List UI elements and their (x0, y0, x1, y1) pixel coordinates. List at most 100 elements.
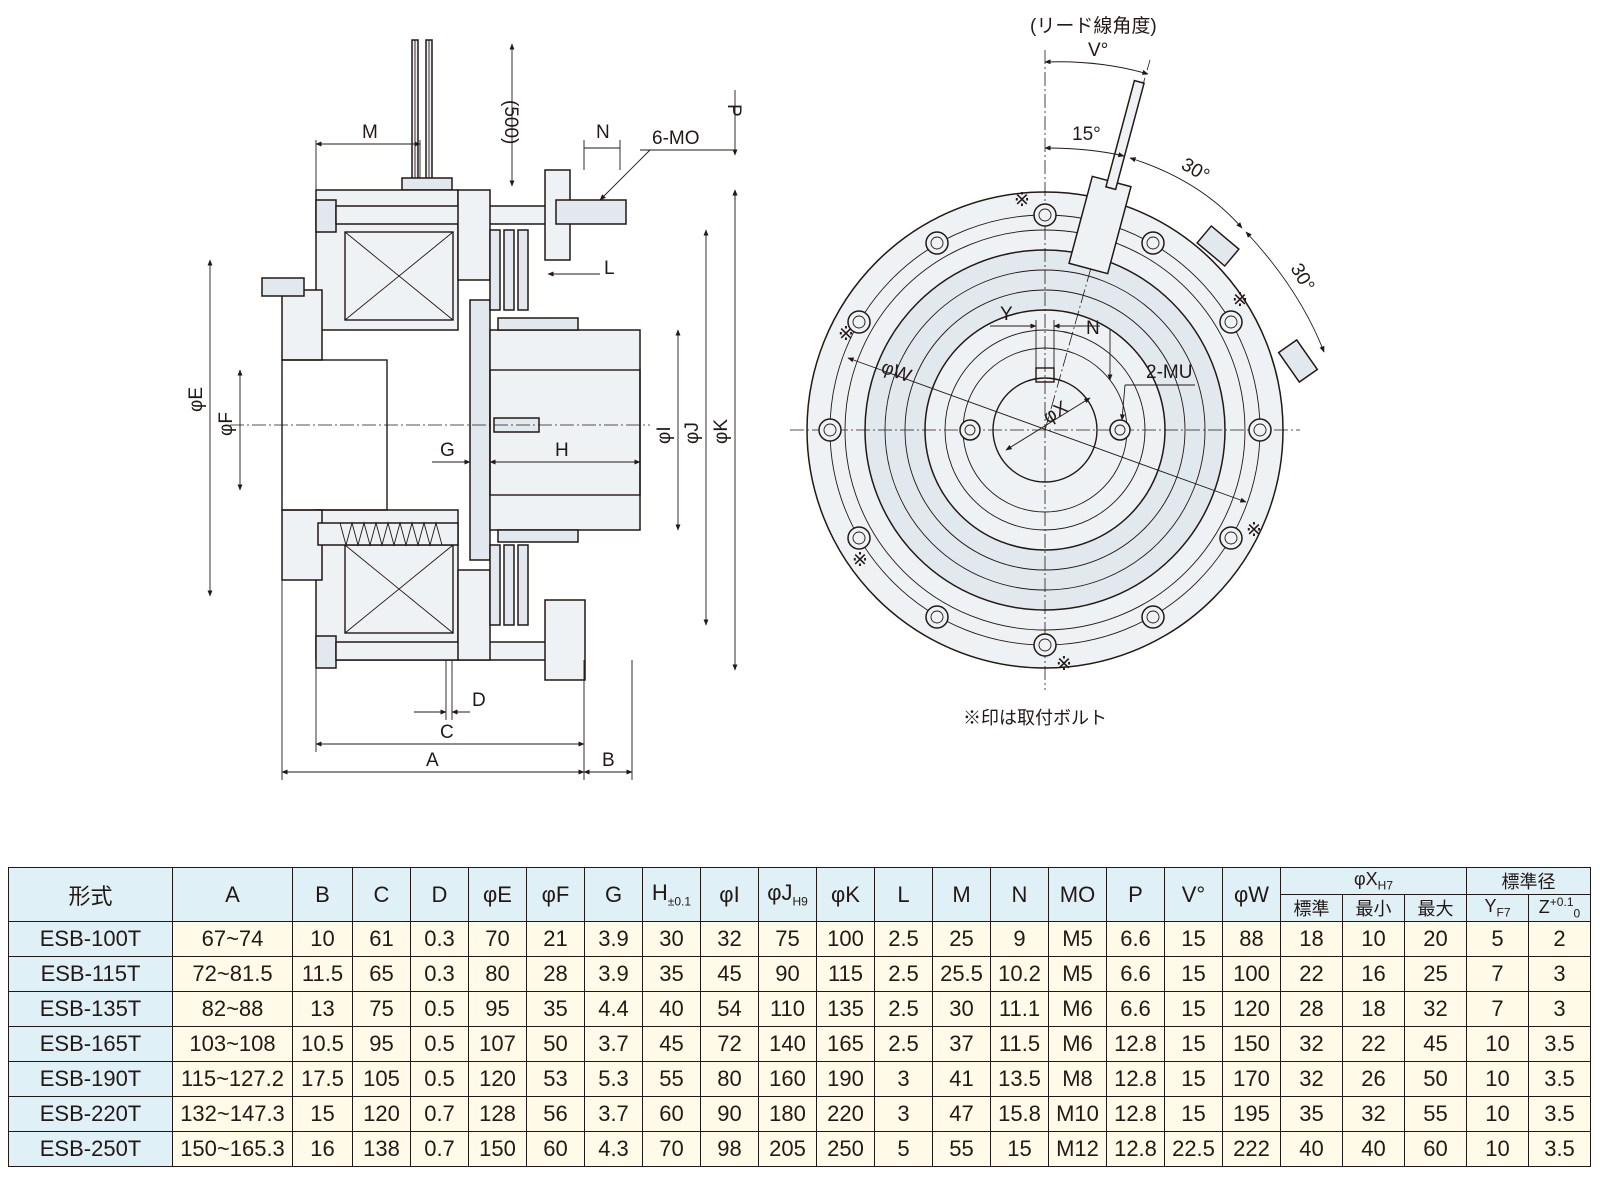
table-cell: 6.6 (1106, 991, 1165, 1027)
col-d: D (410, 867, 469, 922)
table-cell: 22 (1342, 1026, 1405, 1062)
table-cell: 37 (932, 1026, 991, 1062)
table-cell: 140 (758, 1026, 817, 1062)
table-cell: 0.5 (410, 1061, 469, 1097)
table-cell: 45 (700, 956, 759, 992)
table-cell: 45 (1404, 1026, 1467, 1062)
table-cell: M6 (1048, 1026, 1107, 1062)
table-cell: 60 (526, 1131, 585, 1167)
table-cell: 107 (468, 1026, 527, 1062)
table-cell: 61 (352, 921, 411, 957)
dim-label-n: N (596, 122, 610, 143)
angle-label-v: V° (1088, 40, 1108, 61)
spec-table: 形式 A B C D φE φF G H±0.1 φI φJH9 φK L M … (8, 867, 1591, 1167)
col-c: C (352, 867, 411, 922)
table-cell: 40 (642, 991, 701, 1027)
table-cell: 26 (1342, 1061, 1405, 1097)
table-cell: 110 (758, 991, 817, 1027)
table-cell: 100 (1222, 956, 1281, 992)
table-cell: 13 (292, 991, 353, 1027)
table-cell: 3.9 (584, 956, 643, 992)
table-cell: 15.8 (990, 1096, 1049, 1132)
table-cell: 3.5 (1528, 1131, 1591, 1167)
table-cell: 2.5 (874, 991, 933, 1027)
table-cell: 132~147.3 (172, 1096, 293, 1132)
coil-top (344, 231, 454, 321)
col-e: φE (468, 867, 527, 922)
col-f: φF (526, 867, 585, 922)
mount-mark-3: ※ (838, 324, 854, 345)
table-cell: 90 (700, 1096, 759, 1132)
col-l: L (874, 867, 933, 922)
table-cell: 75 (352, 991, 411, 1027)
table-cell: 9 (990, 921, 1049, 957)
table-cell: 50 (1404, 1061, 1467, 1097)
table-cell: 195 (1222, 1096, 1281, 1132)
table-cell: M5 (1048, 921, 1107, 957)
col-g: G (584, 867, 643, 922)
dim-label-lead-length: (500) (500, 100, 521, 144)
table-cell: 10 (1466, 1061, 1529, 1097)
model-cell: ESB-100T (8, 921, 173, 957)
table-cell: 6.6 (1106, 921, 1165, 957)
table-cell: 40 (1280, 1131, 1343, 1167)
table-cell: 15 (1164, 1096, 1223, 1132)
table-cell: 65 (352, 956, 411, 992)
angle-label-30-1: 30° (1178, 154, 1213, 187)
dim-label-d: D (472, 690, 486, 711)
table-cell: 150 (468, 1131, 527, 1167)
table-cell: 28 (526, 956, 585, 992)
table-cell: 160 (758, 1061, 817, 1097)
table-cell: 0.5 (410, 991, 469, 1027)
table-cell: 3 (874, 1061, 933, 1097)
dim-label-e: φE (186, 387, 207, 412)
table-cell: 67~74 (172, 921, 293, 957)
table-cell: 12.8 (1106, 1026, 1165, 1062)
table-cell: 28 (1280, 991, 1343, 1027)
table-cell: 32 (1342, 1096, 1405, 1132)
table-cell: 35 (1280, 1096, 1343, 1132)
mounting-bolt-note: ※印は取付ボルト (963, 708, 1107, 728)
table-cell: 220 (816, 1096, 875, 1132)
col-std-dia-group: 標準径 (1466, 867, 1591, 895)
dim-label-k: φK (711, 419, 732, 444)
table-cell: 120 (468, 1061, 527, 1097)
table-cell: 55 (1404, 1096, 1467, 1132)
col-v: V° (1164, 867, 1223, 922)
table-cell: 12.8 (1106, 1061, 1165, 1097)
table-cell: 10 (1466, 1096, 1529, 1132)
table-cell: 32 (1404, 991, 1467, 1027)
table-cell: 3 (1528, 991, 1591, 1027)
table-cell: 5 (874, 1131, 933, 1167)
table-cell: 3.7 (584, 1096, 643, 1132)
dim-label-f: φF (216, 412, 237, 436)
table-cell: 35 (526, 991, 585, 1027)
col-w: φW (1222, 867, 1281, 922)
col-p: P (1106, 867, 1165, 922)
dim-label-2-mu: 2-MU (1146, 362, 1192, 383)
table-cell: 45 (642, 1026, 701, 1062)
table-cell: 75 (758, 921, 817, 957)
table-cell: 17.5 (292, 1061, 353, 1097)
table-cell: 15 (1164, 921, 1223, 957)
table-cell: 60 (642, 1096, 701, 1132)
table-cell: M8 (1048, 1061, 1107, 1097)
table-cell: 18 (1342, 991, 1405, 1027)
table-cell: 56 (526, 1096, 585, 1132)
table-cell: 13.5 (990, 1061, 1049, 1097)
table-cell: 0.7 (410, 1096, 469, 1132)
table-cell: 15 (1164, 956, 1223, 992)
table-cell: 4.3 (584, 1131, 643, 1167)
table-cell: 80 (700, 1061, 759, 1097)
table-cell: M6 (1048, 991, 1107, 1027)
technical-drawing: M (500) N 6-MO P L φE φF G H φI φJ φK D (186, 15, 1325, 780)
table-cell: 11.5 (990, 1026, 1049, 1062)
table-cell: 3 (1528, 956, 1591, 992)
model-cell: ESB-250T (8, 1131, 173, 1167)
table-cell: 5.3 (584, 1061, 643, 1097)
table-cell: 22 (1280, 956, 1343, 992)
